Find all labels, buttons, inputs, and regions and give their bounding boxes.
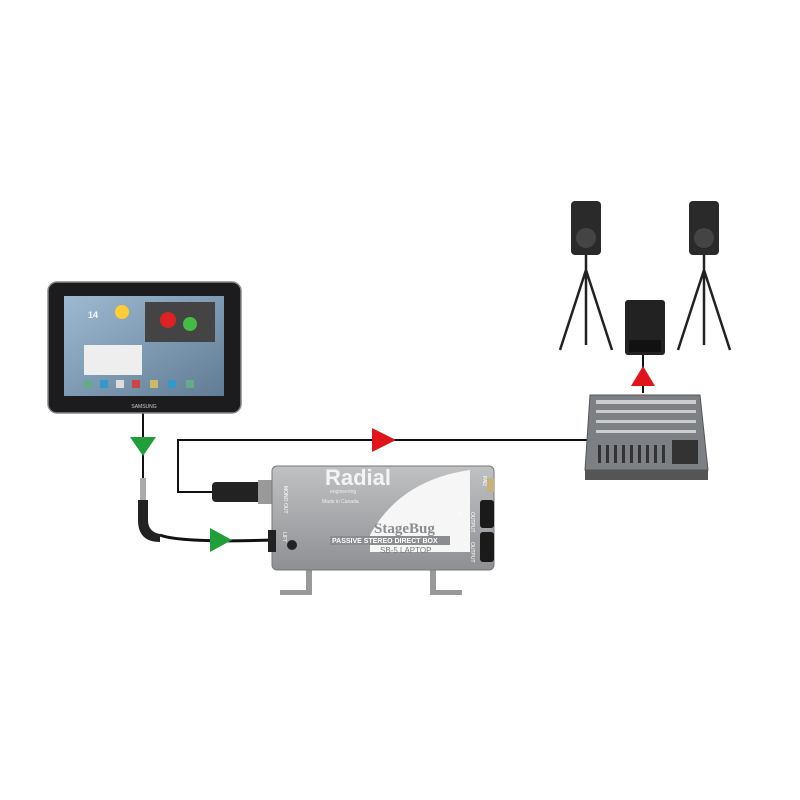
- l-label: L: [458, 542, 462, 548]
- mounting-feet: [280, 570, 462, 595]
- xlr-connector-icon: [212, 480, 272, 504]
- output-l-jack: [480, 532, 494, 562]
- stagebug-direct-box: Radial engineering Made in Canada StageB…: [268, 465, 495, 595]
- output-label-l: OUTPUT: [469, 542, 475, 563]
- jack-cable: [159, 533, 276, 543]
- product-name: StageBug: [374, 521, 435, 537]
- lift-label: LIFT: [281, 532, 287, 542]
- mono-out-label: MONO OUT: [282, 486, 288, 514]
- mixer-icon: [584, 394, 709, 480]
- output-arrow-up-icon: [631, 366, 655, 386]
- input-arrow-right-icon: [210, 528, 232, 552]
- description-label: PASSIVE STEREO DIRECT BOX: [332, 538, 438, 545]
- tablet-brand: SAMSUNG: [131, 404, 156, 410]
- output-r-jack: [480, 500, 494, 528]
- output-arrow-right-icon: [372, 428, 396, 452]
- right-speaker-icon: [676, 201, 732, 351]
- left-speaker-icon: [558, 201, 614, 351]
- made-in-label: Made in Canada: [322, 499, 359, 505]
- input-arrow-down-icon: [130, 437, 156, 456]
- pad-label: PAD: [481, 476, 487, 486]
- subwoofer-icon: [625, 300, 665, 355]
- lift-switch: [287, 540, 297, 550]
- output-label-r: OUTPUT: [469, 512, 475, 533]
- tablet-icon: 14 SAMSUNG: [47, 281, 242, 414]
- tablet-clock: 14: [88, 310, 98, 320]
- model-label: SB-5 LAPTOP: [380, 546, 431, 555]
- r-label: R: [458, 512, 463, 518]
- mini-jack-icon: [138, 478, 160, 542]
- brand-logo: Radial: [325, 465, 391, 490]
- brand-sub: engineering: [330, 489, 356, 495]
